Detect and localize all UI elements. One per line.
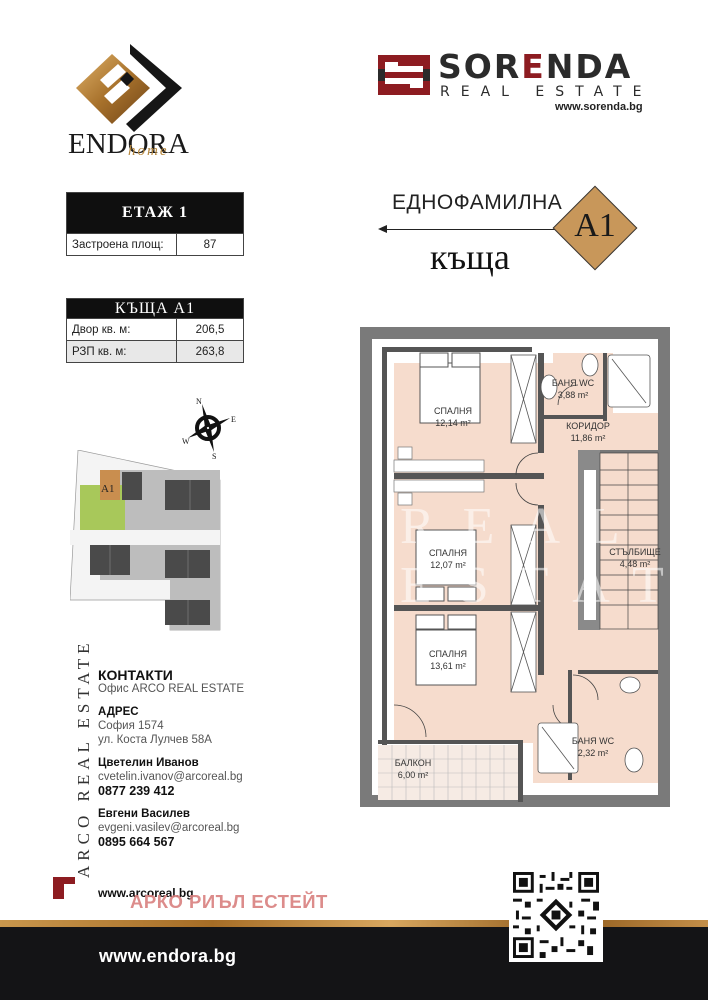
arrow-left-icon: [378, 225, 387, 233]
contact-email-link[interactable]: evgeni.vasilev@arcoreal.bg: [98, 822, 240, 834]
arco-vertical-text: ARCO REAL ESTATE: [74, 638, 93, 878]
contact-name: Евгени Василев: [98, 808, 190, 820]
endora-logo-icon: [76, 44, 182, 132]
svg-text:W: W: [182, 437, 190, 446]
contacts-section: КОНТАКТИ Офис ARCO REAL ESTATE АДРЕС Соф…: [98, 668, 338, 858]
address-line1: София 1574: [98, 720, 164, 732]
row-value: 263,8: [195, 345, 225, 358]
contacts-title: КОНТАКТИ: [98, 667, 173, 683]
endora-tagline: home: [128, 143, 169, 159]
contact-phone-link[interactable]: 0877 239 412: [98, 784, 175, 798]
badge-label: A1: [574, 207, 616, 244]
sorenda-logo-icon: [378, 55, 430, 95]
floor-plan: [360, 327, 670, 807]
svg-text:A1: A1: [101, 483, 114, 495]
arco-logo-icon: [53, 877, 75, 899]
table-row: Двор кв. м: 206,5: [67, 318, 243, 340]
arco-url-link[interactable]: www.arcoreal.bg: [98, 886, 194, 900]
floor-title: ЕТАЖ 1: [67, 193, 243, 233]
sorenda-subtitle: REAL ESTATE: [440, 84, 653, 100]
house-info-table: КЪЩА А1 Двор кв. м: 206,5 РЗП кв. м: 263…: [66, 298, 244, 363]
svg-text:E: E: [231, 415, 236, 424]
table-row: Застроена площ: 87: [67, 233, 243, 255]
row-label: Двор кв. м:: [67, 319, 177, 340]
svg-text:S: S: [212, 452, 216, 460]
contact-name: Цветелин Иванов: [98, 757, 199, 769]
house-type-line1: ЕДНОФАМИЛНА: [392, 191, 563, 214]
arrow-line: [384, 229, 564, 230]
svg-text:N: N: [196, 397, 202, 406]
floor-area-table: ЕТАЖ 1 Застроена площ: 87: [66, 192, 244, 256]
address-title: АДРЕС: [98, 706, 139, 718]
sorenda-url-link[interactable]: www.sorenda.bg: [555, 101, 643, 113]
endora-url-link[interactable]: www.endora.bg: [99, 946, 237, 966]
highlighted-house-a1: [100, 470, 120, 500]
house-title: КЪЩА А1: [67, 299, 243, 318]
site-map: A1: [70, 450, 221, 631]
sorenda-wordmark: SORENDA: [438, 47, 633, 86]
qr-code[interactable]: [509, 868, 603, 962]
row-label: Застроена площ:: [67, 234, 177, 255]
address-line2: ул. Коста Лулчев 58А: [98, 734, 212, 746]
row-label: РЗП кв. м:: [67, 341, 177, 362]
contact-email-link[interactable]: cvetelin.ivanov@arcoreal.bg: [98, 771, 243, 783]
contact-phone-link[interactable]: 0895 664 567: [98, 835, 175, 849]
gold-divider: [0, 920, 708, 927]
row-value: 87: [203, 238, 217, 251]
arco-watermark-text: АРКО РИЪЛ ЕСТЕЙТ: [130, 891, 328, 912]
watermark: REAL ESTATE: [400, 498, 708, 614]
contacts-office: Офис ARCO REAL ESTATE: [98, 683, 245, 695]
compass-icon: N E S W: [182, 397, 236, 460]
endora-wordmark: ENDORA: [68, 128, 189, 160]
qr-code-icon: [513, 872, 599, 958]
table-row: РЗП кв. м: 263,8: [67, 340, 243, 362]
row-value: 206,5: [195, 323, 225, 336]
house-type-line2: къща: [430, 237, 510, 277]
